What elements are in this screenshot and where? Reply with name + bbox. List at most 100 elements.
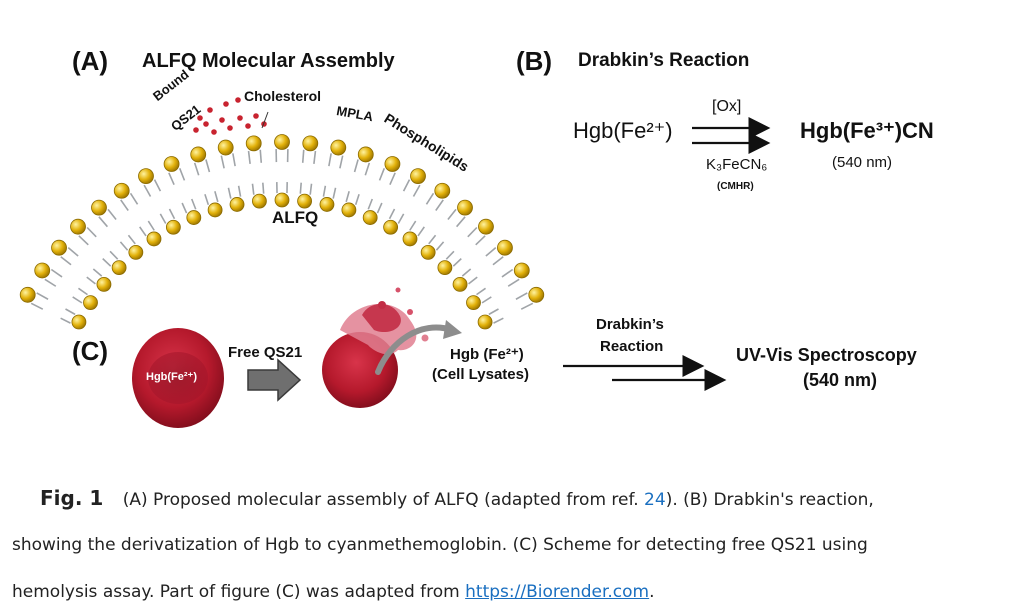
lipid-tail xyxy=(220,155,225,169)
lipid-tail xyxy=(417,226,425,237)
lipid-head xyxy=(466,295,481,310)
lipid-tail xyxy=(364,162,371,176)
lipid-head xyxy=(34,262,51,279)
biorender-link[interactable]: https://Biorender.com xyxy=(465,582,650,602)
qs21-dot xyxy=(253,113,259,119)
lipid-tail xyxy=(322,185,327,197)
lipid-head xyxy=(146,231,162,247)
panel-c-arrows xyxy=(563,355,727,391)
lipid-tail xyxy=(452,258,462,267)
lipid-membrane xyxy=(19,97,545,330)
lipid-tail xyxy=(461,268,472,277)
product: Hgb(Fe³⁺)CN xyxy=(800,118,934,143)
lipid-tail xyxy=(428,234,437,245)
lipid-head xyxy=(70,218,86,235)
lipid-head xyxy=(410,168,426,185)
lipid-tail xyxy=(72,296,83,304)
lipid-tail xyxy=(232,153,236,167)
red-blood-cell-lysed xyxy=(322,287,462,408)
lipid-tail xyxy=(493,317,504,324)
lipid-tail xyxy=(147,220,155,231)
lipid-head xyxy=(362,210,378,225)
lipid-head xyxy=(83,295,98,310)
lipid-head xyxy=(457,199,473,216)
lipid-tail xyxy=(168,172,175,186)
qs21-dot xyxy=(219,117,225,123)
lipid-tail xyxy=(354,194,360,205)
qs21-dot xyxy=(203,121,209,127)
caption-line1-after: ). (B) Drabkin's reaction, xyxy=(665,490,874,510)
label-alfq: ALFQ xyxy=(272,208,319,227)
panel-b-title: Drabkin’s Reaction xyxy=(578,50,750,71)
lipid-head xyxy=(96,277,112,292)
qs21-dot xyxy=(197,115,203,121)
lipid-tail xyxy=(397,213,405,224)
lipid-tail xyxy=(485,246,497,257)
panel-c-letter: (C) xyxy=(72,336,109,366)
uv-vis-label: UV-Vis Spectroscopy xyxy=(736,345,917,365)
lipid-head xyxy=(452,277,468,292)
lipid-tail xyxy=(501,268,514,278)
lipid-tail xyxy=(251,183,255,195)
lipid-tail xyxy=(481,296,492,304)
above-arrow-label: [Ox] xyxy=(712,98,742,115)
lipid-tail xyxy=(190,198,197,210)
lipid-tail xyxy=(412,184,421,197)
lipid-tail xyxy=(92,268,103,277)
lipid-head xyxy=(229,197,245,212)
lipid-tail xyxy=(50,268,63,278)
hgb-label: Hgb (Fe²⁺) xyxy=(450,346,524,363)
lipid-head xyxy=(437,260,453,276)
lipid-tail xyxy=(402,179,411,192)
lipid-head xyxy=(420,245,436,260)
lipid-tail xyxy=(328,153,332,167)
lipid-tail xyxy=(409,220,417,231)
lipid-head xyxy=(128,245,144,260)
caption-line1-text: (A) Proposed molecular assembly of ALFQ … xyxy=(122,490,639,510)
cell-lysates-label: (Cell Lysates) xyxy=(432,366,529,383)
lipid-tail xyxy=(159,213,167,224)
lipid-tail xyxy=(86,226,97,238)
lipid-tail xyxy=(109,250,119,260)
lipid-tail xyxy=(507,278,520,287)
lipid-tail xyxy=(467,226,478,238)
lipid-tail xyxy=(388,208,396,220)
lipid-tail xyxy=(60,317,71,324)
lipid-head xyxy=(19,286,36,303)
lipid-head xyxy=(274,192,290,208)
lipid-tail xyxy=(301,149,305,163)
lipid-tail xyxy=(262,182,265,194)
lipid-head xyxy=(319,197,335,212)
below-arrow-sub: (CMHR) xyxy=(717,181,754,192)
lipid-head xyxy=(217,139,234,156)
lipid-head xyxy=(207,202,223,218)
lipid-tail xyxy=(367,198,374,210)
lipid-head xyxy=(274,134,290,150)
lipid-head xyxy=(186,210,202,225)
lipid-tail xyxy=(345,191,350,203)
caption-line-2: showing the derivatization of Hgb to cya… xyxy=(12,535,868,555)
lipid-tail xyxy=(332,187,337,199)
lipid-tail xyxy=(139,226,147,237)
lipid-tail xyxy=(339,155,344,169)
ref-link[interactable]: 24 xyxy=(644,490,666,510)
lipid-tail xyxy=(78,235,89,246)
lipid-head xyxy=(51,239,67,256)
lipid-tail xyxy=(119,241,129,251)
lipid-tail xyxy=(44,278,57,287)
lipid-head xyxy=(477,314,493,330)
lipid-head xyxy=(297,193,312,209)
lipid-tail xyxy=(435,241,445,251)
lipid-tail xyxy=(214,191,219,203)
lipid-tail xyxy=(65,308,76,316)
lipid-tail xyxy=(313,150,317,165)
lipid-head xyxy=(165,219,181,235)
lipid-head xyxy=(497,239,513,256)
lipid-tail xyxy=(86,276,96,285)
lipid-head xyxy=(528,286,545,303)
lipid-tail xyxy=(120,199,129,211)
rbc-label: Hgb(Fe²⁺) xyxy=(146,371,198,383)
lipid-tail xyxy=(60,256,72,266)
lipid-tail xyxy=(488,308,499,316)
lipid-head xyxy=(402,231,418,247)
